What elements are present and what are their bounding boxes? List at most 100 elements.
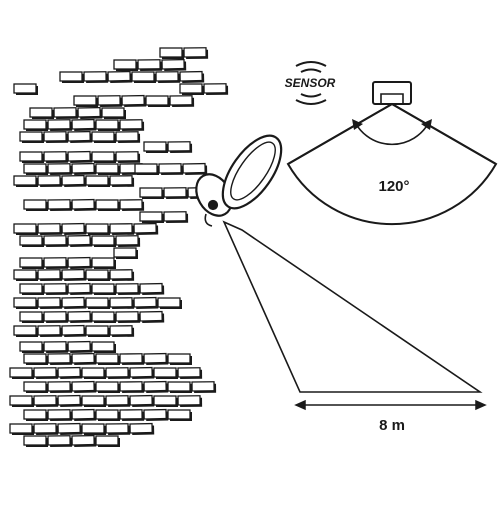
brick xyxy=(19,341,43,352)
brick xyxy=(37,223,61,234)
brick xyxy=(61,174,85,186)
brick xyxy=(95,119,119,130)
brick xyxy=(43,257,67,268)
brick xyxy=(43,283,67,294)
brick xyxy=(95,381,119,392)
brick xyxy=(97,95,121,106)
brick xyxy=(95,199,119,210)
brick xyxy=(77,106,101,118)
brick xyxy=(161,58,185,70)
brick xyxy=(121,94,145,106)
brick xyxy=(19,311,43,322)
brick xyxy=(95,409,119,420)
brick xyxy=(85,325,109,336)
brick xyxy=(23,163,47,174)
brick xyxy=(57,394,81,406)
brick xyxy=(29,107,53,118)
brick xyxy=(129,422,153,434)
brick xyxy=(85,269,109,280)
brick xyxy=(85,297,109,308)
brick xyxy=(91,235,115,246)
sensor-waves-icon xyxy=(295,61,327,105)
brick xyxy=(71,118,95,130)
brick xyxy=(167,409,191,420)
brick xyxy=(91,341,115,352)
brick xyxy=(43,131,67,142)
brick xyxy=(61,222,85,234)
brick xyxy=(23,119,47,130)
detection-sector xyxy=(286,102,498,226)
brick xyxy=(203,83,227,94)
brick xyxy=(105,423,129,434)
brick xyxy=(109,223,133,234)
brick xyxy=(19,151,43,162)
brick xyxy=(47,353,71,364)
brick xyxy=(81,367,105,378)
brick xyxy=(158,163,182,174)
brick xyxy=(57,422,81,434)
range-dimension-arrow xyxy=(294,399,487,411)
brick xyxy=(143,408,167,420)
brick xyxy=(47,435,71,446)
brick xyxy=(71,352,95,364)
brick xyxy=(119,119,143,130)
brick xyxy=(91,283,115,294)
brick xyxy=(73,95,97,106)
brick xyxy=(115,131,139,142)
brick xyxy=(43,341,67,352)
brick xyxy=(19,131,43,142)
brick xyxy=(61,296,85,308)
brick xyxy=(137,59,161,70)
brick xyxy=(33,367,57,378)
angle-arrowheads xyxy=(352,119,432,130)
brick xyxy=(109,175,133,186)
brick xyxy=(19,283,43,294)
brick xyxy=(47,119,71,130)
brick xyxy=(101,107,125,118)
brick xyxy=(13,175,37,186)
brick xyxy=(59,71,83,82)
brick xyxy=(81,423,105,434)
brick xyxy=(119,409,143,420)
brick xyxy=(67,130,91,142)
brick xyxy=(23,435,47,446)
brick xyxy=(179,70,203,82)
brick xyxy=(61,324,85,336)
brick xyxy=(131,71,155,82)
brick xyxy=(115,311,139,322)
brick xyxy=(157,297,181,308)
brick xyxy=(119,353,143,364)
brick xyxy=(9,423,33,434)
brick xyxy=(113,247,137,258)
brick xyxy=(19,235,43,246)
brick xyxy=(183,47,207,58)
brick xyxy=(37,269,61,280)
brick xyxy=(81,395,105,406)
brick xyxy=(139,211,163,222)
brick xyxy=(179,83,203,94)
brick xyxy=(33,395,57,406)
brick xyxy=(91,131,115,142)
brick xyxy=(105,367,129,378)
angle-label: 120° xyxy=(378,178,409,195)
brick xyxy=(91,311,115,322)
brick xyxy=(37,297,61,308)
brick xyxy=(57,366,81,378)
brick xyxy=(134,163,158,174)
brick xyxy=(109,325,133,336)
brick xyxy=(47,409,71,420)
brick xyxy=(129,366,153,378)
brick xyxy=(37,325,61,336)
brick xyxy=(113,59,137,70)
brick xyxy=(143,380,167,392)
range-label: 8 m xyxy=(379,417,405,434)
brick xyxy=(139,310,163,322)
brick xyxy=(85,223,109,234)
brick xyxy=(71,198,95,210)
brick xyxy=(37,175,61,186)
brick xyxy=(95,163,119,174)
brick xyxy=(13,223,37,234)
brick xyxy=(107,70,131,82)
brick xyxy=(67,310,91,322)
motion-sensor-icon xyxy=(372,81,412,105)
